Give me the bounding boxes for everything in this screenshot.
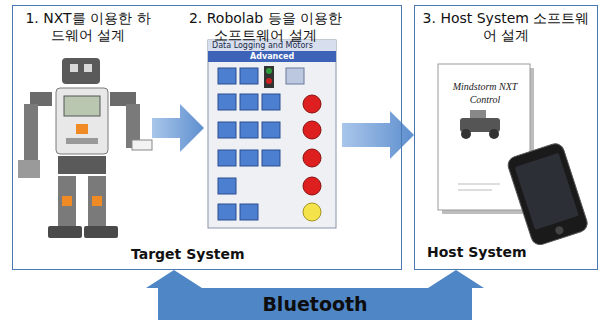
software-screenshot	[208, 40, 336, 228]
system-name: Host System	[427, 244, 527, 261]
step-heading: 3. Host System 소프트웨어 설계	[419, 10, 593, 44]
step-heading: 1. NXT를 이용한 하드웨어 설계	[23, 10, 153, 44]
screen-text: Advanced	[250, 51, 294, 62]
robot-illustration	[18, 58, 152, 238]
screen-text: Data Logging and Motors	[212, 40, 313, 51]
system-name: Target System	[131, 246, 245, 263]
flow-arrow	[342, 111, 414, 159]
system-box: 3. Host System 소프트웨어 설계 Host System	[414, 5, 598, 270]
system-box: 1. NXT를 이용한 하드웨어 설계 2. Robolab 등을 이용한 소프트…	[12, 5, 402, 270]
screen-text: Mindstorm NXT Control	[442, 80, 528, 106]
flow-arrow	[152, 104, 204, 152]
phone-illustration	[506, 142, 590, 247]
link-label: Bluetooth	[258, 292, 371, 316]
flow-arrow	[146, 270, 484, 320]
step-heading: 2. Robolab 등을 이용한 소프트웨어 설계	[183, 10, 348, 44]
